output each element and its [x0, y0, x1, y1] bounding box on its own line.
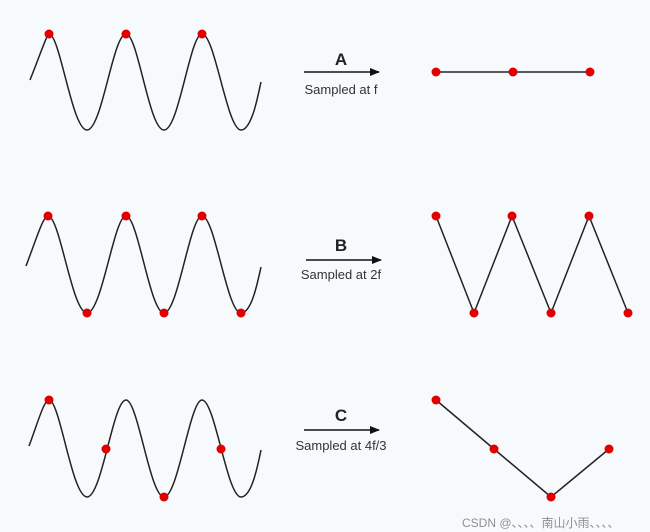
sample-dot: [216, 444, 226, 454]
sample-dot: [44, 395, 54, 405]
sample-dot: [546, 492, 556, 502]
sine-wave-c: [28, 399, 262, 498]
sample-dot: [82, 308, 92, 318]
sample-dot: [159, 492, 169, 502]
reconstructed-signal-c: [435, 399, 610, 498]
sample-dot: [431, 395, 441, 405]
sample-dot: [431, 211, 441, 221]
sample-dot: [585, 67, 595, 77]
sample-dot: [197, 211, 207, 221]
sample-dot: [469, 308, 479, 318]
row-b-caption: Sampled at 2f: [300, 267, 382, 282]
sample-dot: [159, 308, 169, 318]
sample-dot: [44, 29, 54, 39]
sample-dot: [507, 211, 517, 221]
row-a: [29, 29, 595, 131]
sample-dot: [197, 29, 207, 39]
watermark: CSDN @、、、、南山小雨、、、、: [462, 516, 620, 530]
sample-dot: [121, 29, 131, 39]
sample-dot: [508, 67, 518, 77]
sample-dot: [584, 211, 594, 221]
sample-dot: [43, 211, 53, 221]
reconstructed-signal-b: [435, 213, 629, 316]
row-b: [25, 211, 633, 318]
sample-dot: [236, 308, 246, 318]
sample-dot: [489, 444, 499, 454]
row-c-label: C: [334, 406, 348, 425]
sample-dot: [121, 211, 131, 221]
sample-dot: [546, 308, 556, 318]
sine-wave-a: [29, 33, 262, 131]
sample-dot: [604, 444, 614, 454]
row-a-label: A: [334, 50, 348, 69]
row-c: [28, 395, 614, 502]
sample-dot: [431, 67, 441, 77]
sample-dot: [623, 308, 633, 318]
sine-wave-b: [25, 215, 262, 314]
row-c-caption: Sampled at 4f/3: [295, 438, 387, 453]
row-b-label: B: [334, 236, 348, 255]
row-a-caption: Sampled at f: [304, 82, 378, 97]
sample-dot: [101, 444, 111, 454]
